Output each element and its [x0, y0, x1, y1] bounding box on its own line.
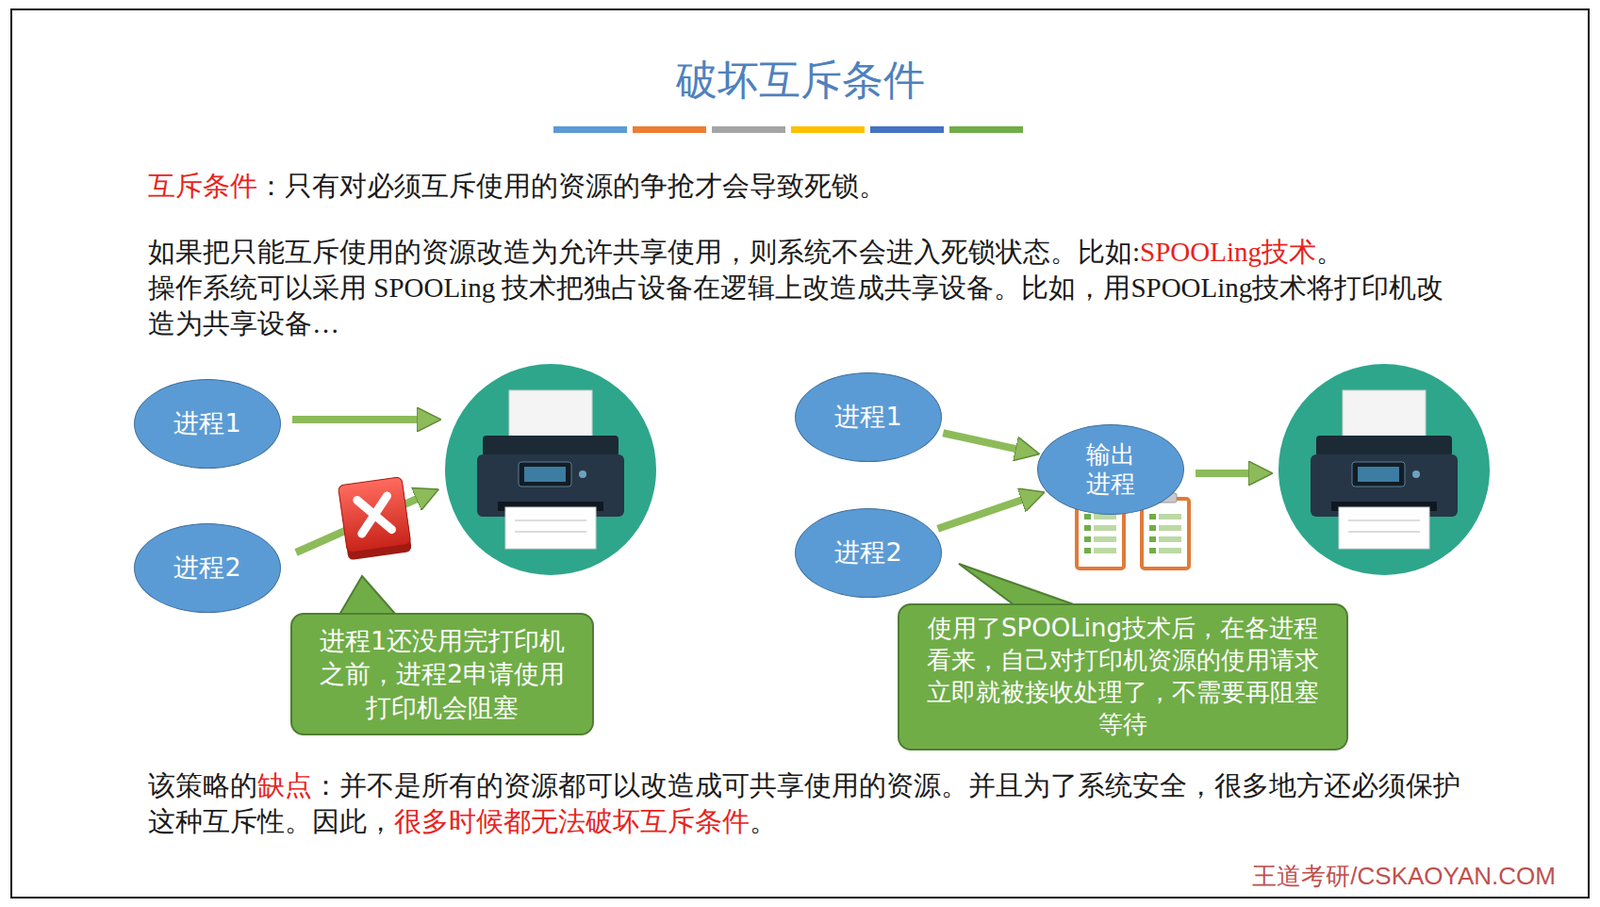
- printer-icon: [445, 363, 657, 576]
- footer-brand: 王道考研/CSKAOYAN.COM: [1252, 861, 1556, 891]
- callout-box: 使用了SPOOLing技术后，在各进程看来，自己对打印机资源的使用请求立即就被接…: [897, 603, 1349, 751]
- node-label: 进程2: [173, 552, 241, 583]
- slide-frame: [11, 9, 1589, 898]
- process-ellipse: 进程1: [133, 379, 281, 469]
- body-text: 。: [1316, 236, 1344, 267]
- body-text: 该策略的: [148, 770, 258, 801]
- flow-arrow: [942, 432, 1022, 450]
- callout-box: 进程1还没用完打印机之前，进程2申请使用打印机会阻塞: [290, 612, 594, 736]
- process-ellipse: 进程2: [794, 508, 942, 598]
- process-ellipse: 进程2: [133, 523, 281, 613]
- process-ellipse: 进程1: [794, 372, 942, 462]
- body-text: 操作系统可以采用 SPOOLing 技术把独占设备在逻辑上改造成共享设备。比如，…: [148, 269, 1469, 342]
- node-label: 进程1: [173, 408, 241, 439]
- highlight-text: SPOOLing技术: [1139, 236, 1317, 267]
- node-label: 输出进程: [1082, 440, 1139, 499]
- body-text: 如果把只能互斥使用的资源改造为允许共享使用，则系统不会进入死锁状态。比如:: [148, 236, 1140, 267]
- title-bars: [553, 126, 1023, 133]
- slide-title: 破坏互斥条件: [0, 52, 1600, 109]
- body-paragraph: 王道考研/CSKAOYAN.COM: [1112, 857, 1556, 894]
- highlight-text: 互斥条件: [148, 170, 258, 201]
- callout-text: 使用了SPOOLing技术后，在各进程看来，自己对打印机资源的使用请求立即就被接…: [918, 612, 1328, 741]
- process-ellipse: 输出进程: [1037, 424, 1185, 515]
- callout-text: 进程1还没用完打印机之前，进程2申请使用打印机会阻塞: [314, 624, 570, 724]
- body-text: 。: [749, 806, 777, 837]
- body-text: ：只有对必须互斥使用的资源的争抢才会导致死锁。: [257, 170, 887, 201]
- body-paragraph: 该策略的缺点：并不是所有的资源都可以改造成可共享使用的资源。并且为了系统安全，很…: [148, 767, 1469, 840]
- flow-arrow: [938, 497, 1027, 528]
- body-text: ：并不是所有的资源都可以改造成可共享使用的资源。并且为了系统安全，很多地方还必须…: [148, 770, 1461, 837]
- blocked-icon: [337, 477, 412, 561]
- body-paragraph: 如果把只能互斥使用的资源改造为允许共享使用，则系统不会进入死锁状态。比如:SPO…: [148, 233, 1469, 342]
- node-label: 进程2: [834, 537, 902, 568]
- node-label: 进程1: [834, 401, 902, 432]
- printer-icon: [1278, 363, 1490, 576]
- highlight-text: 缺点: [257, 770, 313, 801]
- highlight-text: 很多时候都无法破坏互斥条件: [394, 806, 750, 837]
- body-paragraph: 互斥条件：只有对必须互斥使用的资源的争抢才会导致死锁。: [148, 167, 1469, 204]
